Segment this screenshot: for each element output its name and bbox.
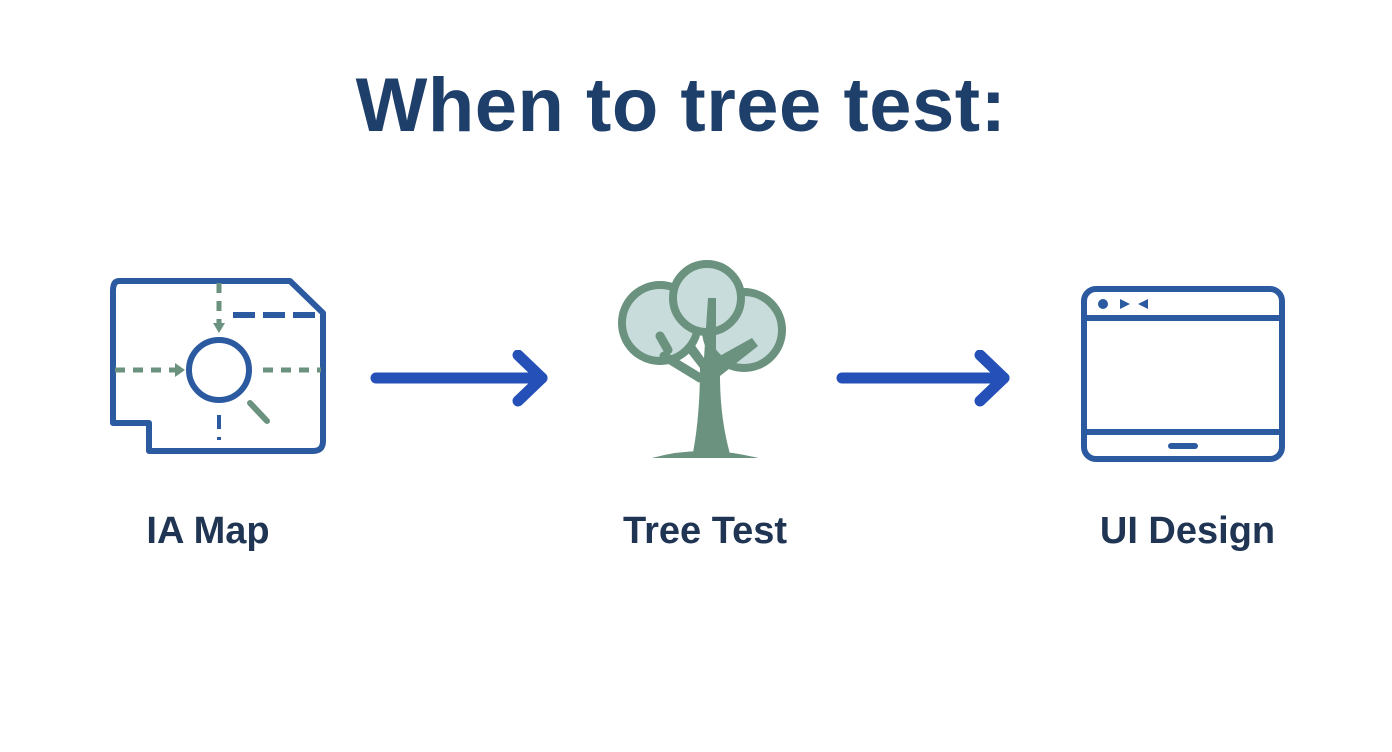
ia-map-icon [110,278,326,454]
step-label-ia-map: IA Map [146,510,270,552]
tree-icon [618,260,786,458]
arrow-right-icon [370,350,548,407]
browser-window-icon [1081,286,1285,462]
page-title: When to tree test: [355,63,1007,148]
arrow-right-icon [836,350,1010,407]
step-label-tree-test: Tree Test [622,510,788,552]
step-label-ui-design: UI Design [1099,510,1276,552]
